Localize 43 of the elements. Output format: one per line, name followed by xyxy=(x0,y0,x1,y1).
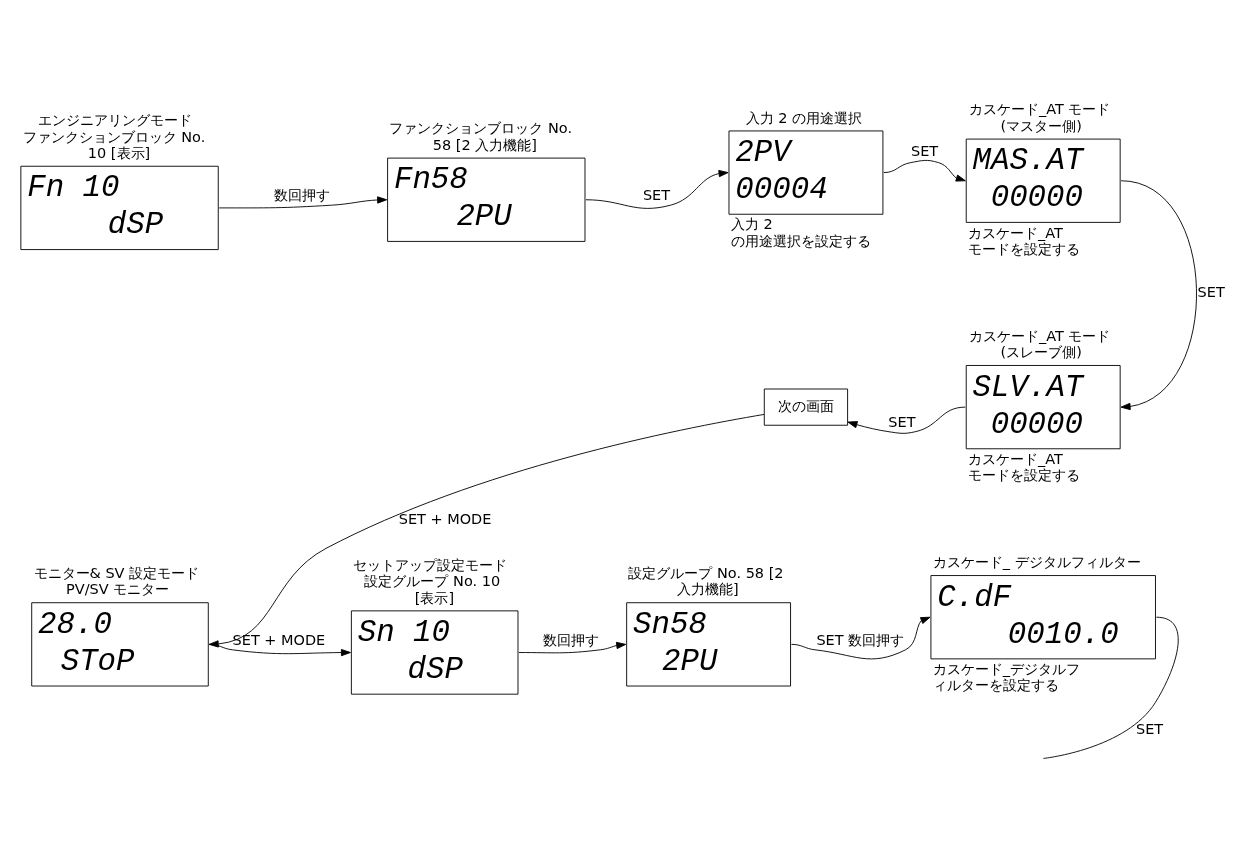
node-label: 設定グループ No. 58 [2 入力機能] xyxy=(628,565,784,598)
node-label: 入力 2 の用途選択を設定する xyxy=(730,216,871,249)
arrow xyxy=(883,159,966,182)
node-label: カスケード_AT モード (マスター側) xyxy=(968,101,1111,134)
edge-label: SET 数回押す xyxy=(816,632,905,649)
edge-label: SET + MODE xyxy=(232,632,326,649)
node-label: ファンクションブロック No. 58 [2 入力機能] xyxy=(389,120,573,153)
node-box: Fn 10 dSP xyxy=(20,165,219,250)
edge-label: SET xyxy=(642,187,671,204)
arrow xyxy=(208,643,351,657)
arrow xyxy=(585,169,729,209)
node-box: MAS.AT 00000 xyxy=(965,138,1121,223)
node-label: セットアップ設定モード設定グループ No. 10 [表示] xyxy=(353,556,508,606)
node-box: Sn 10 dSP xyxy=(350,610,519,695)
node-box: 次の画面 xyxy=(763,388,849,426)
node-box: Fn58 2PU xyxy=(387,157,586,242)
arrow xyxy=(1120,180,1197,411)
node-label: 入力 2 の用途選択 xyxy=(745,109,863,126)
arrow xyxy=(208,414,765,648)
node-label: カスケード_AT モードを設定する xyxy=(968,224,1081,257)
node-box: C.dF 0010.0 xyxy=(930,575,1156,660)
node-box: 28.0 SToP xyxy=(31,602,209,687)
arrow xyxy=(218,196,388,209)
edge-label: 数回押す xyxy=(543,632,600,649)
arrow xyxy=(518,641,627,654)
edge-label: SET xyxy=(1197,284,1225,301)
node-label: エンジニアリングモードファンクションブロック No. 10 [表示] xyxy=(22,112,206,161)
arrow xyxy=(791,616,931,660)
node-box: 2PV 00004 xyxy=(728,130,884,215)
connector xyxy=(1042,616,1179,759)
edge-label: SET xyxy=(1136,720,1164,737)
node-box: SLV.AT 00000 xyxy=(965,365,1121,450)
node-label: カスケード_デジタルフィルターを設定する xyxy=(932,661,1080,694)
node-label: カスケード_AT モード (スレーブ側) xyxy=(968,327,1111,361)
edge-label: SET xyxy=(888,413,916,430)
arrow xyxy=(847,406,966,434)
edge-label: SET xyxy=(910,143,939,160)
node-box: Sn58 2PU xyxy=(626,602,791,687)
node-label: カスケード_AT モードを設定する xyxy=(968,450,1081,484)
edge-label: 数回押す xyxy=(274,187,331,204)
edge-label: SET + MODE xyxy=(398,510,492,527)
node-label: カスケード_ デジタルフィルター xyxy=(932,554,1141,571)
node-label: モニター& SV 設定モード PV/SV モニター xyxy=(33,565,200,598)
